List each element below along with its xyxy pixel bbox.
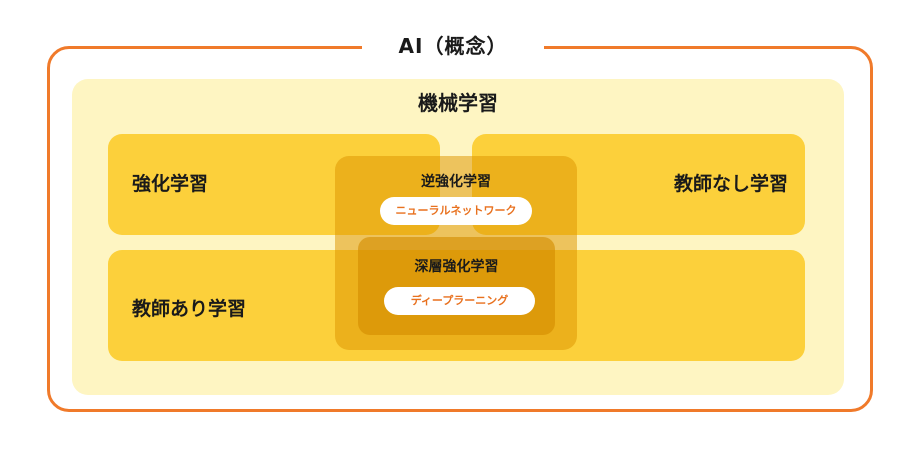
machine-learning-label: 機械学習: [418, 91, 498, 115]
reinforcement-learning-label: 強化学習: [132, 173, 209, 195]
deep-learning-badge: ディープラーニング: [384, 287, 535, 315]
deep-reinforcement-learning-box: [358, 237, 555, 335]
neural-network-badge: ニューラルネットワーク: [380, 197, 532, 225]
deep-reinforcement-learning-label: 深層強化学習: [414, 259, 499, 275]
inverse-reinforcement-learning-label: 逆強化学習: [421, 174, 491, 190]
ai-concept-title: AI（概念）: [362, 29, 544, 63]
supervised-learning-label: 教師あり学習: [132, 298, 247, 320]
unsupervised-learning-label: 教師なし学習: [673, 173, 788, 195]
